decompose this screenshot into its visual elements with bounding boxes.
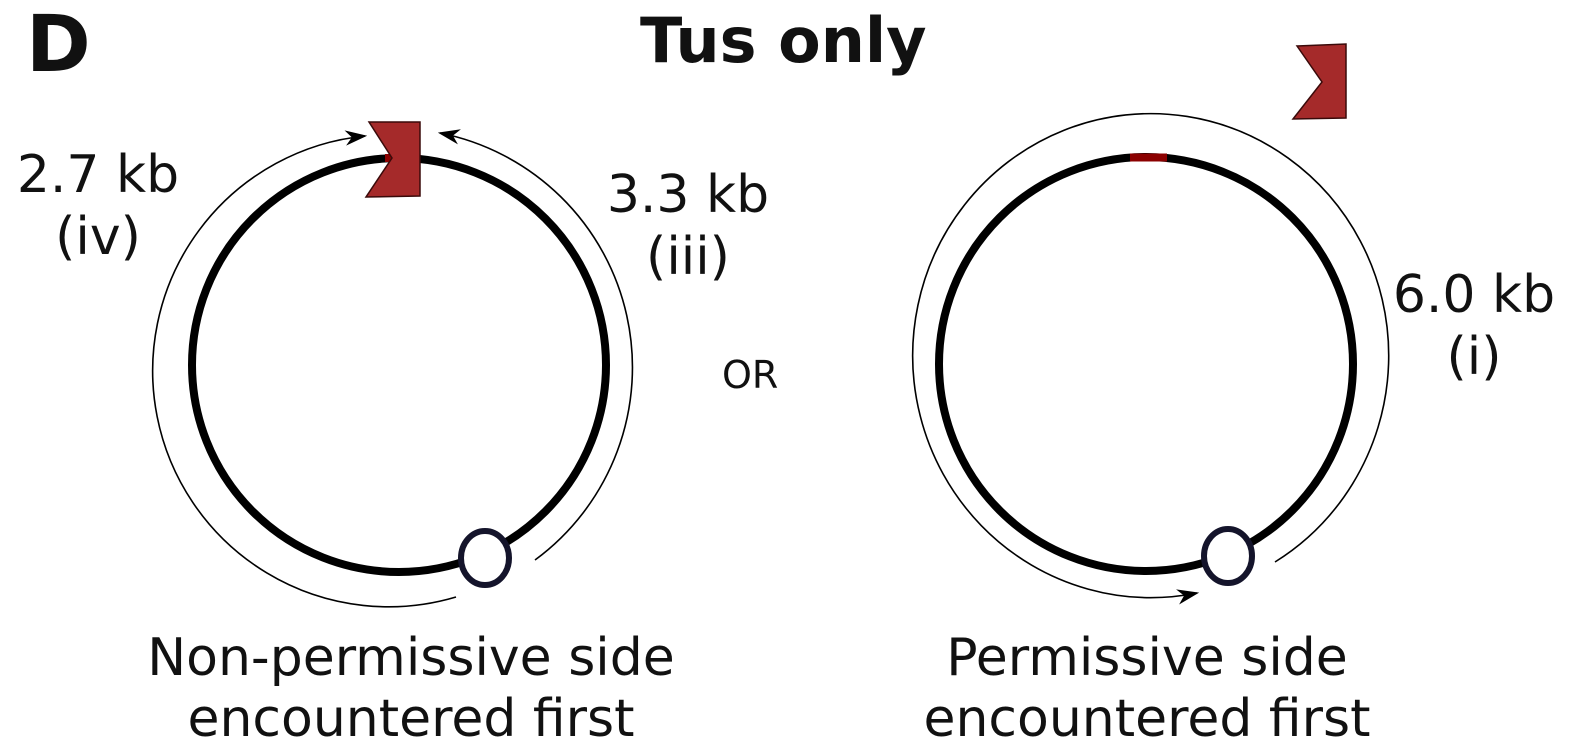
left-caption-line2: encountered first — [187, 689, 635, 750]
right-arc-label-6-0kb: 6.0 kb (i) — [1384, 264, 1564, 389]
right-arc-roman-i: (i) — [1446, 327, 1502, 388]
right-arc-length-6-0kb: 6.0 kb — [1392, 265, 1556, 325]
left-tus-flag-icon — [364, 121, 421, 198]
or-separator: OR — [722, 353, 779, 397]
left-caption-line1: Non-permissive side — [147, 628, 675, 688]
figure-title: Tus only — [640, 4, 927, 77]
right-tus-flag-icon — [1291, 43, 1347, 120]
left-arc-2-7kb — [151, 130, 457, 608]
right-caption-line1: Permissive side — [946, 628, 1348, 688]
left-arc-roman-iv: (iv) — [55, 207, 141, 268]
left-origin-icon — [458, 528, 512, 588]
panel-label: D — [26, 0, 91, 90]
left-arc-3-3kb — [437, 129, 634, 561]
right-caption-line2: encountered first — [923, 689, 1371, 750]
left-arc-length-3-3kb: 3.3 kb — [606, 165, 770, 225]
right-arc-6-0kb — [911, 112, 1390, 605]
left-arc-roman-iii: (iii) — [646, 227, 730, 288]
right-caption: Permissive side encountered first — [797, 628, 1497, 751]
right-plasmid-circle — [935, 153, 1357, 575]
right-plasmid-diagram — [911, 43, 1390, 605]
left-plasmid-circle — [188, 154, 610, 576]
left-caption: Non-permissive side encountered first — [61, 628, 761, 751]
left-arc-length-2-7kb: 2.7 kb — [16, 145, 180, 205]
left-plasmid-diagram — [151, 121, 634, 608]
left-arc-label-2-7kb: 2.7 kb (iv) — [8, 144, 188, 269]
right-origin-icon — [1201, 526, 1255, 586]
left-arc-label-3-3kb: 3.3 kb (iii) — [598, 164, 778, 289]
